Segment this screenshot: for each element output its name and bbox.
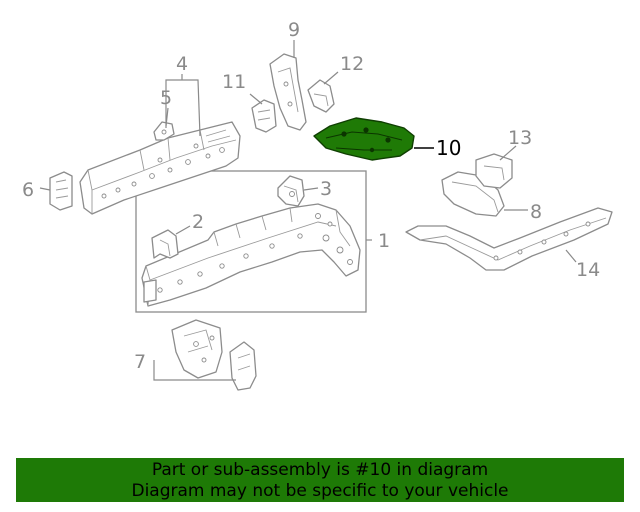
- callout-6: 6: [22, 179, 34, 201]
- callout-4: 4: [176, 53, 188, 75]
- part-5-bracket: [153, 121, 175, 141]
- part-11-bracket: [251, 99, 277, 133]
- leader-lines: [39, 40, 577, 381]
- callout-10: 10: [436, 136, 461, 160]
- part-3-bracket: [277, 175, 305, 207]
- part-1-frame-rail: [141, 203, 361, 307]
- callout-3: 3: [320, 178, 332, 200]
- part-6-end-bracket: [49, 171, 73, 211]
- callout-1: 1: [378, 230, 390, 252]
- callout-5: 5: [160, 87, 172, 109]
- part-4-upper-rail: [79, 121, 241, 215]
- callout-12: 12: [340, 53, 364, 75]
- notice-line-2: Diagram may not be specific to your vehi…: [131, 481, 509, 501]
- part-9-pillar: [269, 53, 307, 131]
- part-2-bracket: [151, 229, 179, 259]
- callout-2: 2: [192, 211, 204, 233]
- notice-line-1: Part or sub-assembly is #10 in diagram: [151, 460, 489, 480]
- part-13-bracket: [475, 153, 513, 189]
- callout-14: 14: [576, 259, 600, 281]
- part-10-highlighted-panel: [313, 117, 415, 161]
- parts-diagram: 1 2 3 4 5 6 7 8 9 10 11 12 13 14: [22, 19, 613, 391]
- callout-7: 7: [134, 351, 146, 373]
- callout-8: 8: [530, 201, 542, 223]
- callout-13: 13: [508, 127, 532, 149]
- assembly-box-1: [135, 170, 367, 313]
- part-12-bracket: [307, 79, 335, 113]
- part-14-lower-rail: [405, 207, 613, 271]
- callout-9: 9: [288, 19, 300, 41]
- part-7-brackets: [171, 319, 257, 391]
- diagram-notice-banner: Part or sub-assembly is #10 in diagram D…: [16, 458, 624, 502]
- callout-11: 11: [222, 71, 246, 93]
